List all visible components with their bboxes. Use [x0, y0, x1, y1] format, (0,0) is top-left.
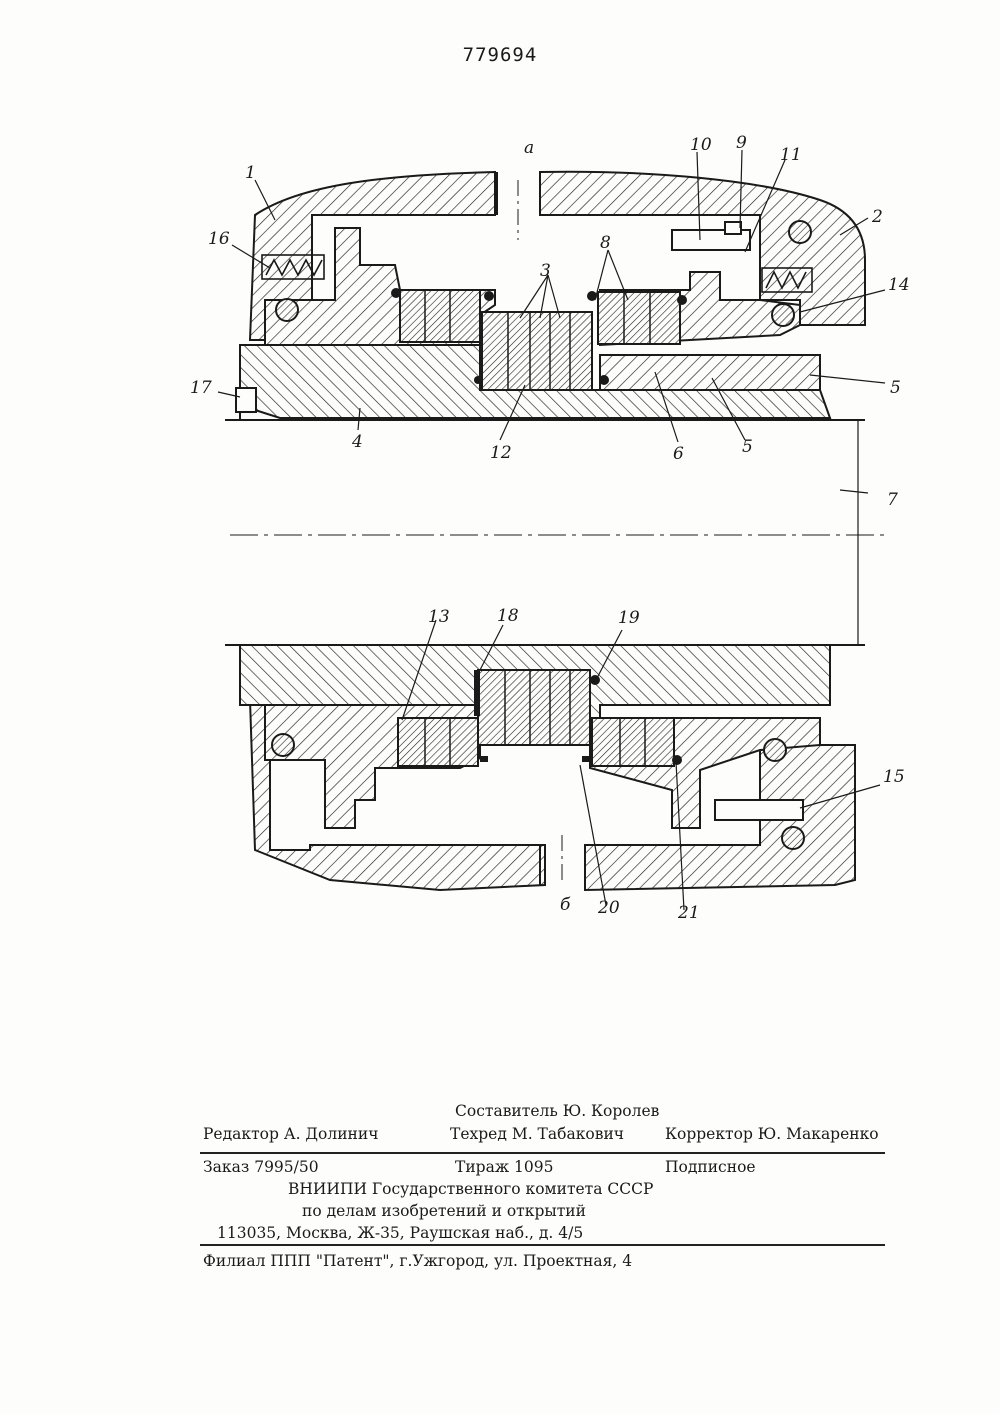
techred: Техред М. Табакович [450, 1125, 624, 1143]
o-ring-right-bottom-a [764, 739, 786, 761]
o-ring-right-bottom-b [782, 827, 804, 849]
label-5b: 5 [742, 437, 753, 457]
key-17 [236, 388, 256, 412]
label-21: 21 [677, 903, 700, 923]
label-9: 9 [736, 133, 747, 153]
o-ring-left-bottom [272, 734, 294, 756]
label-15: 15 [883, 767, 905, 787]
disk-pack-8-right [598, 292, 680, 344]
label-8: 8 [600, 233, 611, 253]
label-4: 4 [351, 432, 363, 452]
bushing-6 [600, 355, 820, 390]
disk-pack-8-left [400, 290, 480, 342]
label-1: 1 [245, 163, 256, 183]
label-2: 2 [871, 207, 883, 227]
label-7: 7 [887, 490, 898, 510]
label-13: 13 [428, 607, 450, 627]
divider-1 [200, 1152, 885, 1154]
label-11: 11 [780, 145, 802, 165]
label-5a: 5 [890, 378, 901, 398]
corrector: Корректор Ю. Макаренко [665, 1125, 879, 1143]
disk-pack-13 [398, 718, 478, 766]
org-line-1: ВНИИПИ Государственного комитета СССР [288, 1180, 653, 1198]
label-14: 14 [888, 275, 910, 295]
label-20: 20 [597, 898, 620, 918]
order: Заказ 7995/50 [203, 1158, 319, 1176]
technical-drawing: а б 1 2 3 4 5 5 6 7 8 9 10 11 12 13 14 1… [0, 0, 1000, 1100]
label-3: 3 [540, 261, 551, 281]
label-19: 19 [618, 608, 640, 628]
label-a: а [524, 138, 534, 158]
label-17: 17 [190, 378, 212, 398]
disk-pack-21 [592, 718, 674, 766]
screw-9 [725, 222, 741, 234]
label-b: б [560, 895, 571, 915]
subscription: Подписное [665, 1158, 756, 1176]
circulation: Тираж 1095 [455, 1158, 553, 1176]
disk-pack-3-top [482, 312, 592, 390]
pin-15 [715, 800, 803, 820]
o-ring-right-top-b [772, 304, 794, 326]
org-line-2: по делам изобретений и открытий [302, 1202, 586, 1220]
disk-pack-bottom [478, 670, 590, 745]
divider-2 [200, 1244, 885, 1246]
label-18: 18 [497, 606, 519, 626]
editor: Редактор А. Долинич [203, 1125, 378, 1143]
label-6: 6 [673, 444, 684, 464]
o-ring-right-top-a [789, 221, 811, 243]
label-12: 12 [490, 443, 512, 463]
label-10: 10 [690, 135, 712, 155]
o-ring-left-top [276, 299, 298, 321]
address: 113035, Москва, Ж-35, Раушская наб., д. … [217, 1224, 583, 1242]
branch: Филиал ППП "Патент", г.Ужгород, ул. Прое… [203, 1252, 632, 1270]
label-16: 16 [208, 229, 230, 249]
compiler: Составитель Ю. Королев [455, 1102, 659, 1120]
